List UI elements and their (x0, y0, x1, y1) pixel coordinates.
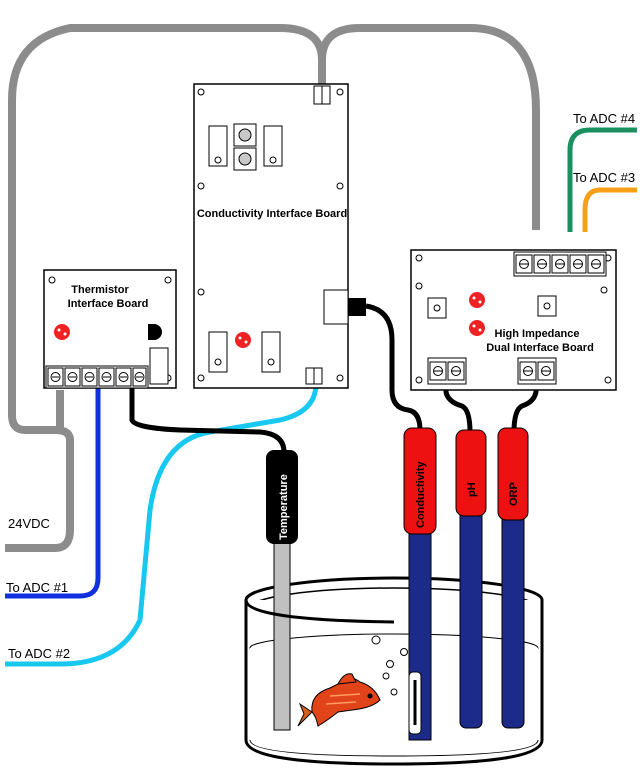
ph-probe: pH (455, 429, 487, 729)
orp-terminal-block (517, 357, 557, 385)
adc1-wire (5, 388, 101, 599)
adc2-label: To ADC #2 (8, 646, 70, 661)
conductivity-probe-label: Conductivity (415, 461, 427, 528)
high-impedance-board-title-line2: Dual Interface Board (486, 342, 594, 354)
ph-probe-label: pH (466, 482, 478, 497)
power-label: 24VDC (8, 516, 50, 531)
temperature-probe-label: Temperature (278, 474, 290, 540)
temperature-probe-cable (129, 388, 287, 453)
power-cable-to-high-impedance (318, 24, 540, 230)
adc3-label: To ADC #3 (573, 170, 635, 185)
bubbles (371, 635, 408, 696)
conductivity-interface-board: Conductivity Interface Board (193, 83, 366, 389)
adc3-wire (582, 187, 637, 232)
terminal-block (45, 365, 149, 389)
ph-probe-cable (443, 378, 473, 433)
thermistor-interface-board: Thermistor Interface Board (43, 269, 177, 389)
ph-terminal-block (427, 357, 467, 385)
adc1-label: To ADC #1 (6, 580, 68, 595)
conductivity-board-title: Conductivity Interface Board (197, 208, 347, 220)
adc2-wire (5, 384, 319, 667)
orp-probe-label: ORP (508, 482, 520, 506)
thermistor-board-title-line2: Interface Board (68, 298, 149, 310)
high-impedance-board-title-line1: High Impedance (495, 328, 580, 340)
temperature-probe: Temperature (266, 450, 298, 731)
status-led (54, 324, 70, 340)
probe-jack (323, 289, 349, 325)
conductivity-probe: Conductivity (403, 427, 437, 741)
capacitor-component (148, 324, 162, 340)
status-led (235, 332, 251, 348)
thermistor-board-title-line1: Thermistor (71, 284, 129, 296)
orp-probe: ORP (497, 427, 529, 729)
terminal-block (513, 251, 607, 277)
high-impedance-dual-interface-board: High Impedance Dual Interface Board (410, 249, 617, 391)
orp-probe-cable (511, 378, 539, 433)
status-led (469, 292, 485, 308)
adc4-wire (567, 127, 637, 232)
adc4-label: To ADC #4 (573, 111, 635, 126)
status-led (469, 320, 485, 336)
conductivity-probe-cable (365, 303, 423, 431)
fish-icon (297, 673, 381, 727)
power-cable-24vdc (5, 24, 326, 552)
